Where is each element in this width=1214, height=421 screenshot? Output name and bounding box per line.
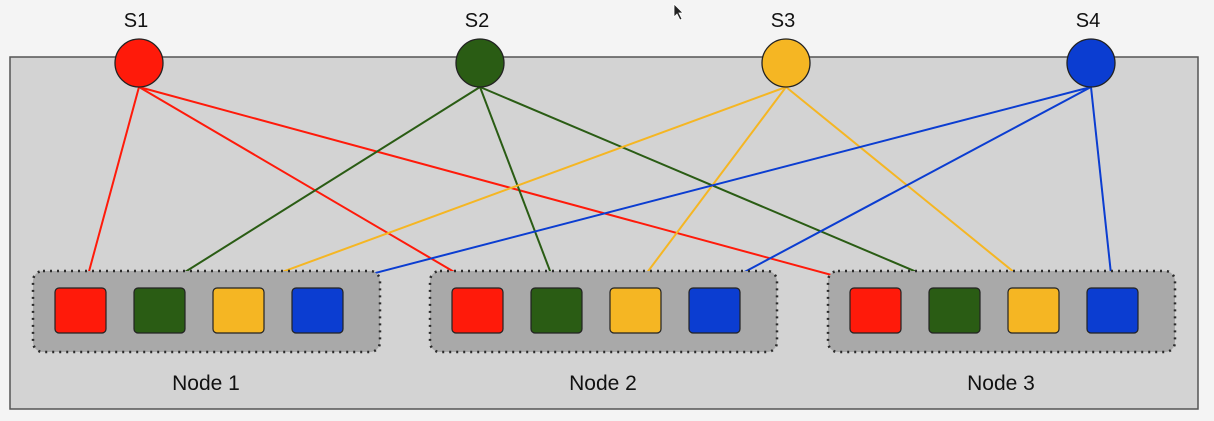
node-2-port-green <box>530 287 583 334</box>
signal-s3-label: S3 <box>771 10 795 32</box>
wire-s4-node-2 <box>714 86 1092 289</box>
signal-s4-label: S4 <box>1076 10 1100 32</box>
signal-s4-circle <box>1066 38 1116 88</box>
wire-s4-node-3 <box>1090 86 1114 289</box>
node-2-port-yellow <box>609 287 662 334</box>
node-3-port-yellow <box>1007 287 1060 334</box>
node-1-port-yellow <box>212 287 265 334</box>
signal-s2-label: S2 <box>465 10 489 32</box>
node-3-port-green <box>928 287 981 334</box>
node-1-port-blue <box>291 287 344 334</box>
wire-s3-node-3 <box>785 86 1035 289</box>
wire-s2-node-3 <box>479 86 955 289</box>
node-group-3 <box>826 269 1177 354</box>
main-panel <box>9 56 1199 410</box>
wire-s4-node-1 <box>317 86 1092 289</box>
wire-s1-node-3 <box>138 86 880 289</box>
node-label-1: Node 1 <box>172 372 240 395</box>
node-2-port-blue <box>688 287 741 334</box>
wire-s3-node-2 <box>634 86 787 289</box>
wire-s1-node-2 <box>138 86 483 289</box>
node-2-port-red <box>451 287 504 334</box>
node-1-port-green <box>133 287 186 334</box>
mouse-cursor-icon <box>673 3 684 21</box>
wire-s2-node-1 <box>158 86 481 289</box>
signal-s3-circle <box>761 38 811 88</box>
wire-s1-node-1 <box>83 86 140 289</box>
node-1-port-red <box>54 287 107 334</box>
node-3-port-blue <box>1086 287 1139 334</box>
node-label-3: Node 3 <box>967 372 1035 395</box>
node-label-2: Node 2 <box>569 372 637 395</box>
node-group-2 <box>428 269 779 354</box>
wire-s3-node-1 <box>238 86 787 289</box>
node-3-port-red <box>849 287 902 334</box>
connection-lines <box>83 86 1114 289</box>
node-group-1 <box>31 269 382 354</box>
wire-s2-node-2 <box>479 86 558 289</box>
signal-s1-circle <box>114 38 164 88</box>
signal-s2-circle <box>455 38 505 88</box>
signal-s1-label: S1 <box>124 10 148 32</box>
